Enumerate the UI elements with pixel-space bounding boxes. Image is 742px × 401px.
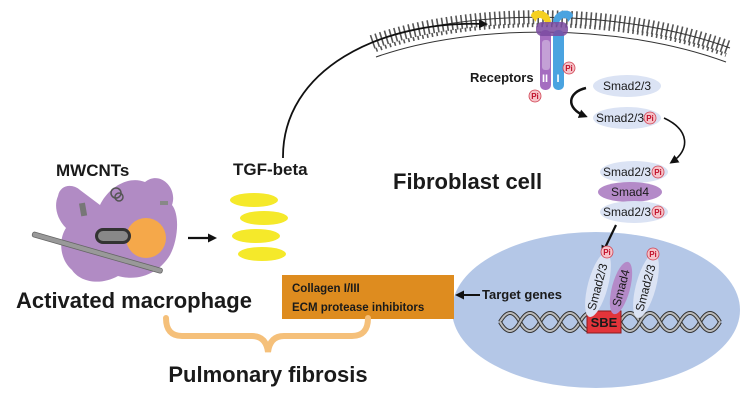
phosphorylation-arrow [570,86,588,118]
svg-text:Pi: Pi [531,92,539,101]
pi-badge: Pi [562,61,576,75]
svg-text:Smad2/3: Smad2/3 [596,111,644,125]
svg-text:Smad2/3: Smad2/3 [603,205,651,219]
translocation-arrow [663,117,686,164]
pulmonary-fibrosis-label: Pulmonary fibrosis [168,362,367,387]
svg-text:Pi: Pi [654,168,662,177]
svg-text:Pi: Pi [654,208,662,217]
svg-text:Pi: Pi [646,114,654,123]
fibroblast-cell-label: Fibroblast cell [393,169,542,194]
mwcnt-tubes [31,187,168,274]
smad-complex: Smad2/3 Pi Smad4 Smad2/3 Pi [598,161,668,223]
svg-text:Pi: Pi [603,248,611,257]
svg-text:SBE: SBE [591,315,618,330]
receptor-i-label: I [556,73,559,85]
tgf-to-receptor-arrow [282,19,488,159]
target-genes-label: Target genes [482,287,562,302]
pi-badge: Pi [528,89,542,103]
svg-text:Pi: Pi [565,64,573,73]
receptors-label: Receptors [470,70,534,85]
smad23-phospho-ellipse: Smad2/3 Pi [593,107,661,129]
svg-text:Smad2/3: Smad2/3 [603,165,651,179]
mwcnts-label: MWCNTs [56,161,129,180]
receptor-complex: II I [531,10,573,90]
svg-text:Pi: Pi [649,250,657,259]
output-box: Collagen I/III ECM protease inhibitors [282,275,454,319]
svg-text:Smad2/3: Smad2/3 [603,79,651,93]
smad23-ellipse: Smad2/3 [593,75,661,97]
fibrosis-brace [163,315,371,353]
output-line1: Collagen I/III [292,283,360,295]
sbe-box: SBE [586,310,622,334]
activated-macrophage-label: Activated macrophage [16,288,252,313]
svg-text:Smad4: Smad4 [611,185,649,199]
tgf-beta-label: TGF-beta [233,160,308,179]
receptor-ii-label: II [542,73,548,85]
tgf-beta-molecules [230,193,288,261]
output-line2: ECM protease inhibitors [292,302,424,314]
